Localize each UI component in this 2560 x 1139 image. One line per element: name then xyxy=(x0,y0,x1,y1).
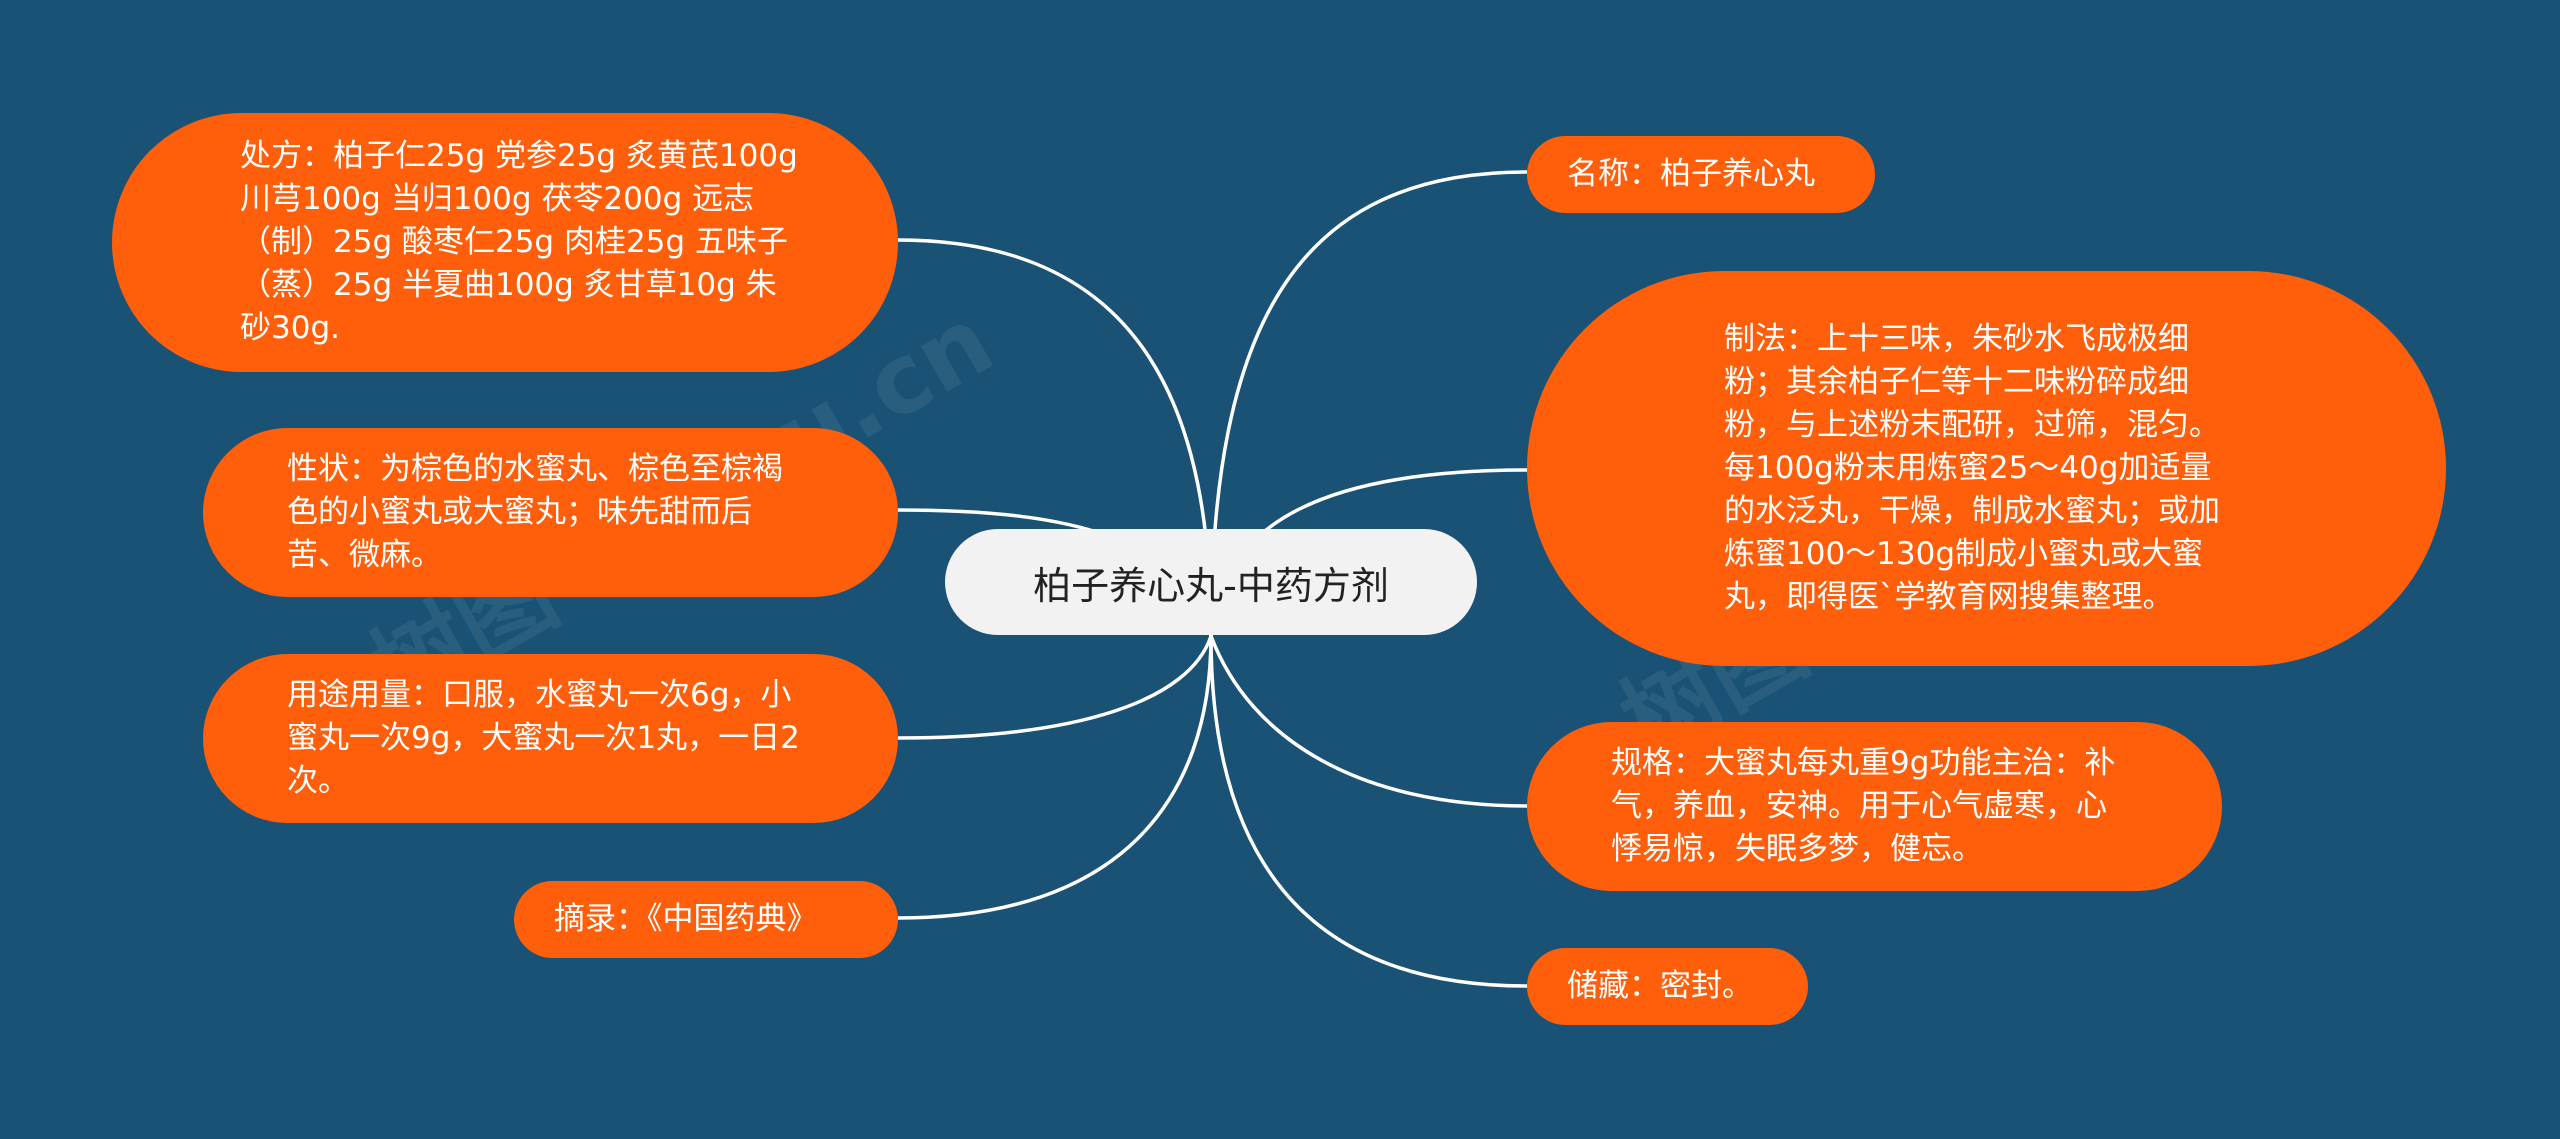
node-method[interactable]: 制法：上十三味，朱砂水飞成极细粉；其余柏子仁等十二味粉碎成细粉，与上述粉末配研，… xyxy=(1527,271,2446,666)
node-storage[interactable]: 储藏：密封。 xyxy=(1527,948,1808,1025)
link-storage xyxy=(1209,635,1528,988)
node-name-text: 名称：柏子养心丸 xyxy=(1567,156,1815,192)
node-spec-text: 规格：大蜜丸每丸重9g功能主治：补气，养血，安神。用于心气虚寒，心悸易惊，失眠多… xyxy=(1611,745,2116,867)
root-topic[interactable]: 柏子养心丸-中药方剂 xyxy=(945,529,1477,635)
node-usage[interactable]: 用途用量：口服，水蜜丸一次6g，小蜜丸一次9g，大蜜丸一次1丸，一日2次。 xyxy=(203,654,898,823)
node-prescription[interactable]: 处方：柏子仁25g 党参25g 炙黄芪100g 川芎100g 当归100g 茯苓… xyxy=(112,113,898,372)
link-source xyxy=(897,635,1213,920)
node-spec[interactable]: 规格：大蜜丸每丸重9g功能主治：补气，养血，安神。用于心气虚寒，心悸易惊，失眠多… xyxy=(1527,722,2222,891)
node-method-text: 制法：上十三味，朱砂水飞成极细粉；其余柏子仁等十二味粉碎成细粉，与上述粉末配研，… xyxy=(1724,321,2220,615)
node-name[interactable]: 名称：柏子养心丸 xyxy=(1527,136,1875,213)
node-appearance[interactable]: 性状：为棕色的水蜜丸、棕色至棕褐色的小蜜丸或大蜜丸；味先甜而后苦、微麻。 xyxy=(203,428,898,597)
node-appearance-text: 性状：为棕色的水蜜丸、棕色至棕褐色的小蜜丸或大蜜丸；味先甜而后苦、微麻。 xyxy=(287,451,783,573)
node-source[interactable]: 摘录：《中国药典》 xyxy=(514,881,898,958)
node-source-text: 摘录：《中国药典》 xyxy=(554,901,818,937)
node-storage-text: 储藏：密封。 xyxy=(1567,968,1753,1004)
link-spec xyxy=(1209,635,1528,808)
link-usage xyxy=(897,635,1213,740)
root-topic-label: 柏子养心丸-中药方剂 xyxy=(1033,563,1389,608)
node-prescription-text: 处方：柏子仁25g 党参25g 炙黄芪100g 川芎100g 当归100g 茯苓… xyxy=(240,138,808,346)
node-usage-text: 用途用量：口服，水蜜丸一次6g，小蜜丸一次9g，大蜜丸一次1丸，一日2次。 xyxy=(287,677,800,799)
link-name xyxy=(1209,170,1528,637)
